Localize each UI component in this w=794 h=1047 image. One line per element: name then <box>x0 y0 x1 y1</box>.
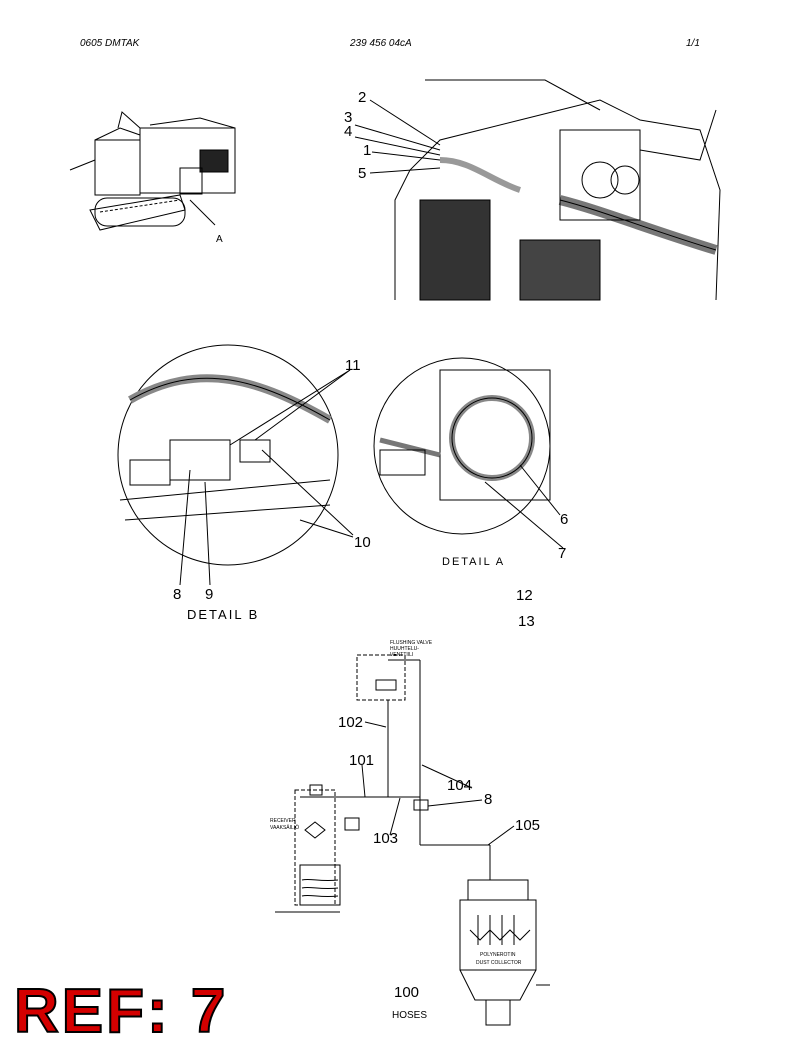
detail-b-illustration <box>117 344 354 586</box>
callout-6: 6 <box>560 511 569 528</box>
hydraulic-schematic <box>275 654 550 1026</box>
callout-13: 13 <box>518 613 535 630</box>
callout-2: 2 <box>358 89 367 106</box>
callout-102: 102 <box>338 714 364 731</box>
detail-a-illustration <box>373 357 564 549</box>
flushing-valve-label-2: HUUHTELU- <box>390 646 419 652</box>
callout-3: 3 <box>344 109 353 126</box>
view-a-label: A <box>216 234 223 245</box>
doc-code: 0605 DMTAK <box>80 38 140 49</box>
callout-5: 5 <box>358 165 367 182</box>
ref-badge: REF: 7 <box>13 976 229 1047</box>
detail-a-title: DETAIL A <box>442 556 506 568</box>
callout-105: 105 <box>515 817 541 834</box>
callout-10: 10 <box>354 534 371 551</box>
detail-b-title: DETAIL B <box>187 607 260 622</box>
dust-collector-label: POLYNEROTIN <box>480 952 516 958</box>
part-number: 239 456 04cA <box>350 38 412 49</box>
callout-8-detail: 8 <box>173 586 182 603</box>
footer-number: 100 <box>394 984 420 1001</box>
callout-4: 4 <box>344 123 353 140</box>
flushing-valve-label: FLUSHING VALVE <box>390 640 433 646</box>
footer-label: HOSES <box>392 1010 428 1021</box>
dust-collector-label-2: DUST COLLECTOR <box>476 960 522 966</box>
machine-overview-illustration <box>69 111 236 231</box>
callout-103: 103 <box>373 830 399 847</box>
callout-8-schematic: 8 <box>484 791 493 808</box>
receiver-label: RECEIVER <box>270 818 296 824</box>
callout-1: 1 <box>363 142 372 159</box>
callout-11: 11 <box>345 357 361 374</box>
main-view-illustration <box>354 79 721 301</box>
callout-7: 7 <box>558 545 567 562</box>
callout-9: 9 <box>205 586 214 603</box>
callout-101: 101 <box>349 752 375 769</box>
callout-104: 104 <box>447 777 473 794</box>
flushing-valve-label-3: VENTTIILI <box>390 652 414 658</box>
receiver-label-2: VAAKSÄILIÖ <box>270 825 300 831</box>
callout-12: 12 <box>516 587 533 604</box>
page-number: 1/1 <box>686 38 700 49</box>
